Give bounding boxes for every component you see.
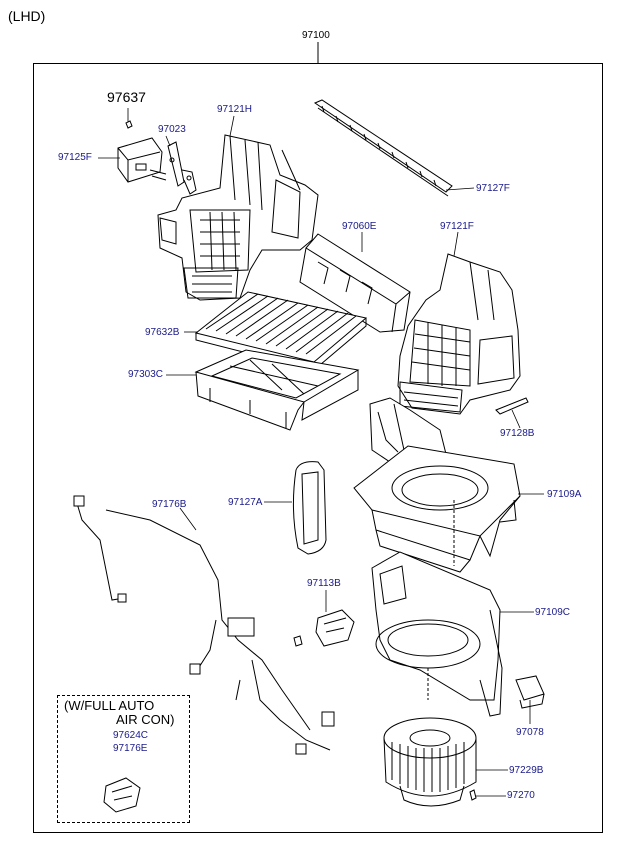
- callout-97078: 97078: [516, 727, 544, 738]
- callout-97637: 97637: [107, 89, 146, 105]
- leader-lines: [98, 108, 544, 797]
- clip-97128b: [495, 397, 529, 415]
- actuator-97125f: [117, 137, 167, 183]
- screw-97637: [125, 120, 133, 129]
- callout-97128b: 97128B: [500, 428, 535, 439]
- wiring-harness-97176b: [73, 495, 335, 755]
- callout-97125f: 97125F: [58, 152, 92, 163]
- callout-97229b: 97229B: [509, 765, 544, 776]
- callout-97270: 97270: [507, 790, 535, 801]
- callout-97624c: 97624C: [113, 730, 149, 741]
- case-97121f: [397, 253, 521, 415]
- cover-97060e: [299, 233, 411, 333]
- assembly-frame: [33, 63, 603, 833]
- note-box: (W/FULL AUTO AIR CON): [57, 695, 190, 823]
- callout-97127f: 97127F: [476, 183, 510, 194]
- callout-97023: 97023: [158, 124, 186, 135]
- screw-97270: [469, 789, 477, 801]
- relay-97078: [515, 675, 545, 709]
- resistor-97113b: [293, 609, 355, 647]
- callout-97176e: 97176E: [113, 743, 148, 754]
- callout-97121h: 97121H: [217, 104, 253, 115]
- callout-97109c: 97109C: [535, 607, 571, 618]
- callout-97176b: 97176B: [152, 499, 187, 510]
- blower-case-97109a: [353, 445, 521, 573]
- seal-97127a: [292, 461, 327, 555]
- lhd-header: (LHD): [8, 8, 46, 24]
- callout-97632b: 97632B: [145, 327, 180, 338]
- callout-97113b: 97113B: [307, 578, 341, 589]
- assembly-label: 97100: [302, 30, 330, 41]
- case-97121h: [157, 134, 319, 301]
- link-97023: [167, 141, 197, 195]
- callout-97060e: 97060E: [342, 221, 377, 232]
- callout-97109a: 97109A: [547, 489, 582, 500]
- air-filter-97632b: [194, 291, 368, 371]
- note-line-1: (W/FULL AUTO: [64, 698, 155, 713]
- resistor-97624c: [103, 777, 141, 813]
- filter-cover-97127f: [313, 99, 453, 197]
- blower-motor-97229b: [383, 717, 477, 807]
- callout-97303c: 97303C: [128, 369, 164, 380]
- callout-97121f: 97121F: [440, 221, 474, 232]
- note-line-2: AIR CON): [116, 712, 175, 727]
- callout-97127a: 97127A: [228, 497, 263, 508]
- filter-frame-97303c: [194, 349, 360, 431]
- blower-case-97109c: [371, 551, 503, 717]
